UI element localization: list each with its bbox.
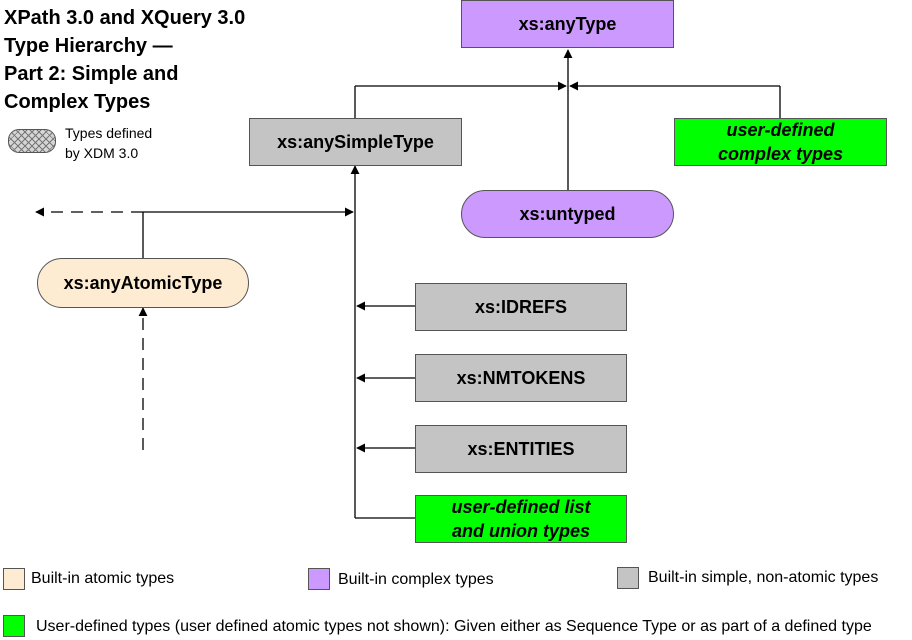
legend-atomic-label: Built-in atomic types xyxy=(31,570,175,587)
node-label: complex types xyxy=(717,144,844,164)
title-line: Type Hierarchy — xyxy=(4,35,173,57)
legend-simple-swatch xyxy=(617,567,639,589)
node-label: xs:anyType xyxy=(518,13,617,34)
node-user-complex-types: user-defined complex types xyxy=(674,118,887,166)
node-untyped: xs:untyped xyxy=(461,190,674,238)
node-label: xs:ENTITIES xyxy=(467,438,575,459)
legend-atomic-swatch xyxy=(3,568,25,590)
hatched-swatch-icon xyxy=(8,129,56,153)
node-label: xs:anySimpleType xyxy=(277,131,434,152)
legend-complex-label: Built-in complex types xyxy=(338,571,494,588)
node-label: user-defined xyxy=(726,120,835,140)
node-label: and union types xyxy=(451,521,590,541)
legend-complex-swatch xyxy=(308,568,330,590)
node-label: xs:anyAtomicType xyxy=(63,272,223,293)
xdm-legend-text: Types defined by XDM 3.0 xyxy=(65,123,152,163)
title-line: XPath 3.0 and XQuery 3.0 xyxy=(4,7,246,29)
node-entities: xs:ENTITIES xyxy=(415,425,627,473)
node-label: xs:NMTOKENS xyxy=(456,367,586,388)
node-label: xs:IDREFS xyxy=(474,296,568,317)
node-label: user-defined list xyxy=(451,497,591,517)
node-anytype: xs:anyType xyxy=(461,0,674,48)
legend-user-swatch xyxy=(3,615,25,637)
node-nmtokens: xs:NMTOKENS xyxy=(415,354,627,402)
title-line: Part 2: Simple and xyxy=(4,63,179,85)
node-anysimpletype: xs:anySimpleType xyxy=(249,118,462,166)
node-anyatomictype: xs:anyAtomicType xyxy=(37,258,249,308)
diagram-title: XPath 3.0 and XQuery 3.0 Type Hierarchy … xyxy=(4,4,304,116)
legend-simple-label: Built-in simple, non-atomic types xyxy=(648,569,879,586)
title-line: Complex Types xyxy=(4,91,151,113)
node-label: xs:untyped xyxy=(519,203,616,224)
node-idrefs: xs:IDREFS xyxy=(415,283,627,331)
legend-user-label: User-defined types (user defined atomic … xyxy=(36,618,872,635)
xdm-legend-line: by XDM 3.0 xyxy=(65,145,139,161)
xdm-legend-line: Types defined xyxy=(65,125,153,141)
node-user-list-union-types: user-defined list and union types xyxy=(415,495,627,543)
